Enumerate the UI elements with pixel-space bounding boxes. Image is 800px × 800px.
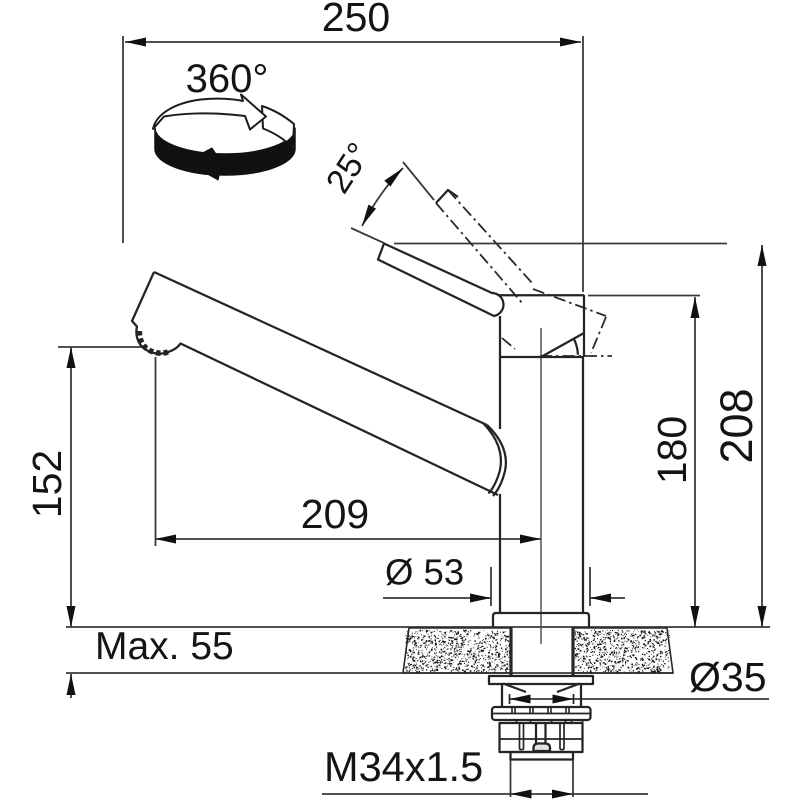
svg-text:209: 209 (301, 491, 369, 537)
svg-text:152: 152 (24, 450, 70, 518)
svg-text:180: 180 (649, 416, 695, 484)
svg-text:360°: 360° (186, 57, 269, 101)
svg-text:250: 250 (322, 0, 390, 40)
svg-text:Max. 55: Max. 55 (95, 625, 234, 668)
svg-text:M34x1.5: M34x1.5 (324, 743, 483, 790)
svg-text:Ø35: Ø35 (689, 654, 767, 700)
svg-text:Ø 53: Ø 53 (385, 552, 464, 593)
svg-text:208: 208 (711, 388, 762, 463)
